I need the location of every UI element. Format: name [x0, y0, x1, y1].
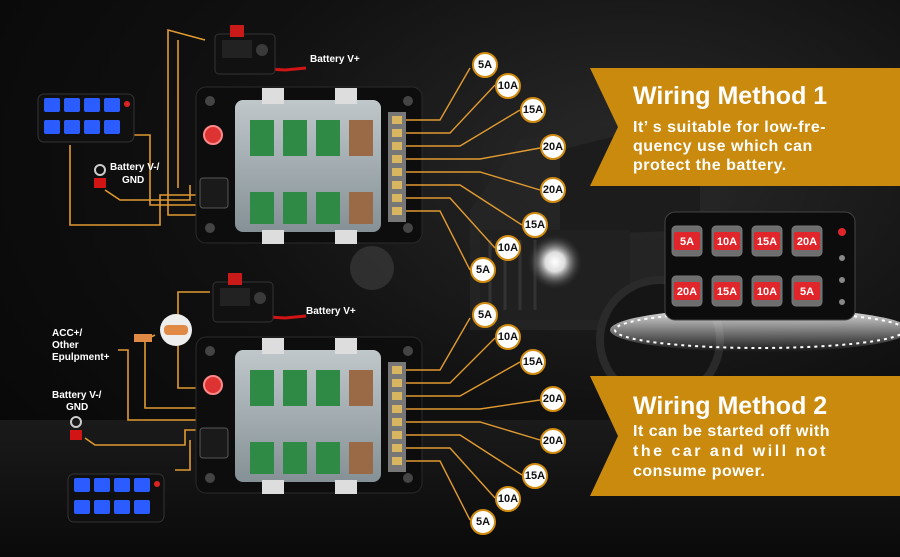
- ring-terminal-1: [94, 164, 106, 188]
- power-indicator-1: [203, 125, 223, 145]
- amp-badge-1-7: 10A: [495, 235, 521, 261]
- banner-wiring-method-1: Wiring Method 1 It’ s suitable for low-f…: [585, 68, 900, 186]
- panel-power-led: [838, 228, 846, 236]
- fuse-box-2: [195, 336, 423, 494]
- panel-indicator-dot: [839, 255, 845, 261]
- amp-badge-2-2: 10A: [495, 324, 521, 350]
- fuse-row-top-1: [250, 120, 373, 156]
- banner-1-shape: [590, 68, 900, 186]
- amp-badge-1-5: 20A: [540, 177, 566, 203]
- battery-minus-label-1b: GND: [122, 175, 145, 186]
- banner-2-shape: [590, 376, 900, 496]
- amp-badge-1-8: 5A: [470, 257, 496, 283]
- banner-2-desc-1: It can be started off with: [633, 423, 831, 440]
- panel-button-7[interactable]: 10A: [757, 286, 777, 298]
- fuse-box-1: [195, 86, 423, 244]
- amp-badge-1-4: 20A: [540, 134, 566, 160]
- panel-button-6[interactable]: 15A: [717, 286, 737, 298]
- control-panel: 5A 10A 15A 20A 20A 15A 10A 5A: [610, 211, 900, 352]
- amp-badge-1-3: 15A: [520, 97, 546, 123]
- circuit-breaker-2: [212, 273, 274, 323]
- circuit-breaker-1: [214, 25, 276, 75]
- amp-badge-2-3: 15A: [520, 349, 546, 375]
- battery-minus-label-2a: Battery V-/: [52, 390, 102, 401]
- banner-1-title: Wiring Method 1: [633, 82, 828, 110]
- amp-badge-2-5: 20A: [540, 428, 566, 454]
- fuse-row-top-2: [250, 370, 373, 406]
- panel-indicator-dot: [839, 277, 845, 283]
- battery-minus-label-1a: Battery V-/: [110, 162, 160, 173]
- fuse-row-bottom-1: [250, 192, 373, 224]
- acc-label-c: Epulpment+: [52, 352, 110, 363]
- battery-plus-label-1: Battery V+: [310, 54, 360, 65]
- method1-diagram: [37, 25, 541, 271]
- amp-badge-2-1: 5A: [472, 302, 498, 328]
- panel-button-2[interactable]: 10A: [717, 236, 737, 248]
- amp-badge-1-6: 15A: [522, 212, 548, 238]
- banner-2-desc-3: consume power.: [633, 463, 766, 480]
- amp-badge-1-2: 10A: [495, 73, 521, 99]
- amp-badge-1-1: 5A: [472, 52, 498, 78]
- banner-wiring-method-2: Wiring Method 2 It can be started off wi…: [585, 376, 900, 496]
- battery-minus-label-2b: GND: [66, 402, 89, 413]
- banner-1-desc-2: quency use which can: [633, 138, 813, 155]
- banner-2-desc-2: the car and will not: [633, 443, 828, 460]
- inline-fuse-holder: [134, 314, 192, 346]
- panel-indicator-dot: [839, 299, 845, 305]
- acc-label-a: ACC+/: [52, 328, 83, 339]
- acc-label-b: Other: [52, 340, 79, 351]
- battery-plus-label-2: Battery V+: [306, 306, 356, 317]
- amp-badge-2-6: 15A: [522, 463, 548, 489]
- amp-badge-2-4: 20A: [540, 386, 566, 412]
- panel-button-4[interactable]: 20A: [797, 236, 817, 248]
- panel-button-3[interactable]: 15A: [757, 236, 777, 248]
- fuse-row-bottom-2: [250, 442, 373, 474]
- banner-1-desc-1: It’ s suitable for low-fre-: [633, 119, 827, 136]
- panel-button-1[interactable]: 5A: [680, 236, 694, 248]
- method2-diagram: [67, 273, 541, 523]
- panel-button-5[interactable]: 20A: [677, 286, 697, 298]
- power-indicator-2: [203, 375, 223, 395]
- keypad-2: [67, 473, 165, 523]
- banner-2-title: Wiring Method 2: [633, 392, 828, 420]
- keypad-1: [37, 93, 135, 143]
- amp-badge-2-8: 5A: [470, 509, 496, 535]
- panel-button-8[interactable]: 5A: [800, 286, 814, 298]
- ring-terminal-2: [70, 416, 82, 440]
- banner-1-desc-3: protect the battery.: [633, 157, 787, 174]
- amp-badge-2-7: 10A: [495, 486, 521, 512]
